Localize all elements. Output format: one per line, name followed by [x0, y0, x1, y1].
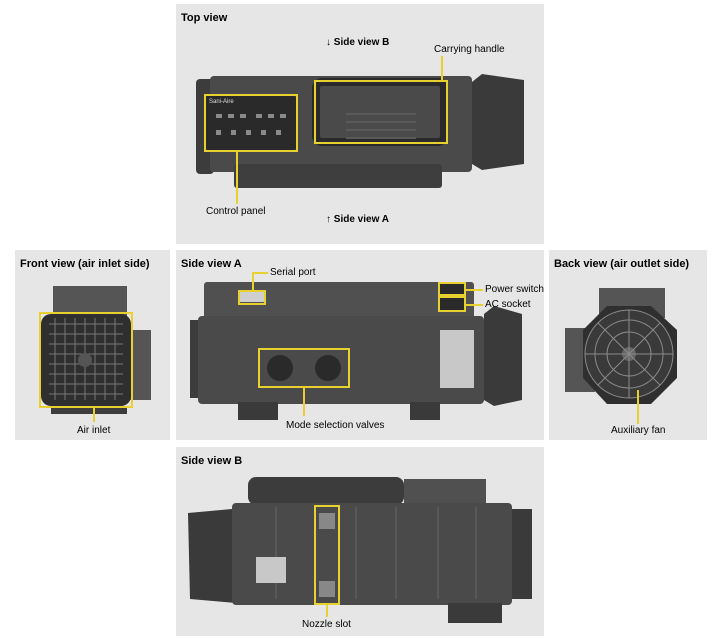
- air-inlet-label: Air inlet: [77, 425, 111, 436]
- air-inlet-leader: [93, 408, 95, 422]
- power-switch-leader: [466, 289, 483, 291]
- aux-fan-label: Auxiliary fan: [611, 425, 666, 436]
- control-panel-highlight: [204, 94, 298, 152]
- mode-valves-label: Mode selection valves: [286, 420, 385, 431]
- serial-port-leader-vertical: [252, 272, 254, 290]
- control-panel-leader: [236, 152, 238, 204]
- ac-socket-label: AC socket: [485, 299, 531, 310]
- side-view-b-direction-label: ↓ Side view B: [326, 37, 390, 48]
- mode-valves-leader: [303, 388, 305, 416]
- front-view-device-image: [41, 286, 151, 414]
- side-view-a-device-image: [190, 282, 522, 420]
- carrying-handle-label: Carrying handle: [434, 44, 505, 55]
- carrying-handle-leader: [441, 56, 443, 82]
- top-view-panel: Top view ↓ Side view B Carrying handle S…: [176, 4, 544, 244]
- side-view-a-direction-label: ↑ Side view A: [326, 214, 389, 225]
- serial-port-label: Serial port: [270, 267, 316, 278]
- carrying-handle-highlight: [314, 80, 448, 144]
- side-view-b-title: Side view B: [181, 455, 243, 467]
- mode-valves-highlight: [258, 348, 350, 388]
- nozzle-slot-leader: [326, 605, 328, 617]
- back-view-title: Back view (air outlet side): [554, 258, 690, 270]
- side-view-a-title: Side view A: [181, 258, 242, 270]
- serial-port-highlight: [238, 290, 266, 305]
- top-view-device-image: [196, 74, 524, 188]
- front-view-panel: Front view (air inlet side) Air inlet: [15, 250, 170, 440]
- side-view-b-panel: Side view B Nozzle slot: [176, 447, 544, 636]
- nozzle-slot-label: Nozzle slot: [302, 619, 351, 630]
- ac-socket-highlight: [438, 296, 466, 312]
- nozzle-slot-highlight: [314, 505, 340, 605]
- back-view-device-image: [565, 288, 677, 404]
- back-view-panel: Back view (air outlet side) Auxiliary fa…: [549, 250, 707, 440]
- brand-logo-text: Sani-Aire: [209, 99, 234, 105]
- top-view-title: Top view: [181, 12, 228, 24]
- power-switch-highlight: [438, 282, 466, 296]
- front-view-title: Front view (air inlet side): [20, 258, 150, 270]
- power-switch-label: Power switch: [485, 284, 544, 295]
- ac-socket-leader: [466, 304, 483, 306]
- air-inlet-highlight: [39, 312, 133, 408]
- serial-port-leader-horizontal: [252, 272, 268, 274]
- aux-fan-leader: [637, 390, 639, 424]
- side-view-a-panel: Side view A Serial port Power switch AC …: [176, 250, 544, 440]
- control-panel-label: Control panel: [206, 206, 266, 217]
- side-view-b-device-image: [188, 477, 532, 623]
